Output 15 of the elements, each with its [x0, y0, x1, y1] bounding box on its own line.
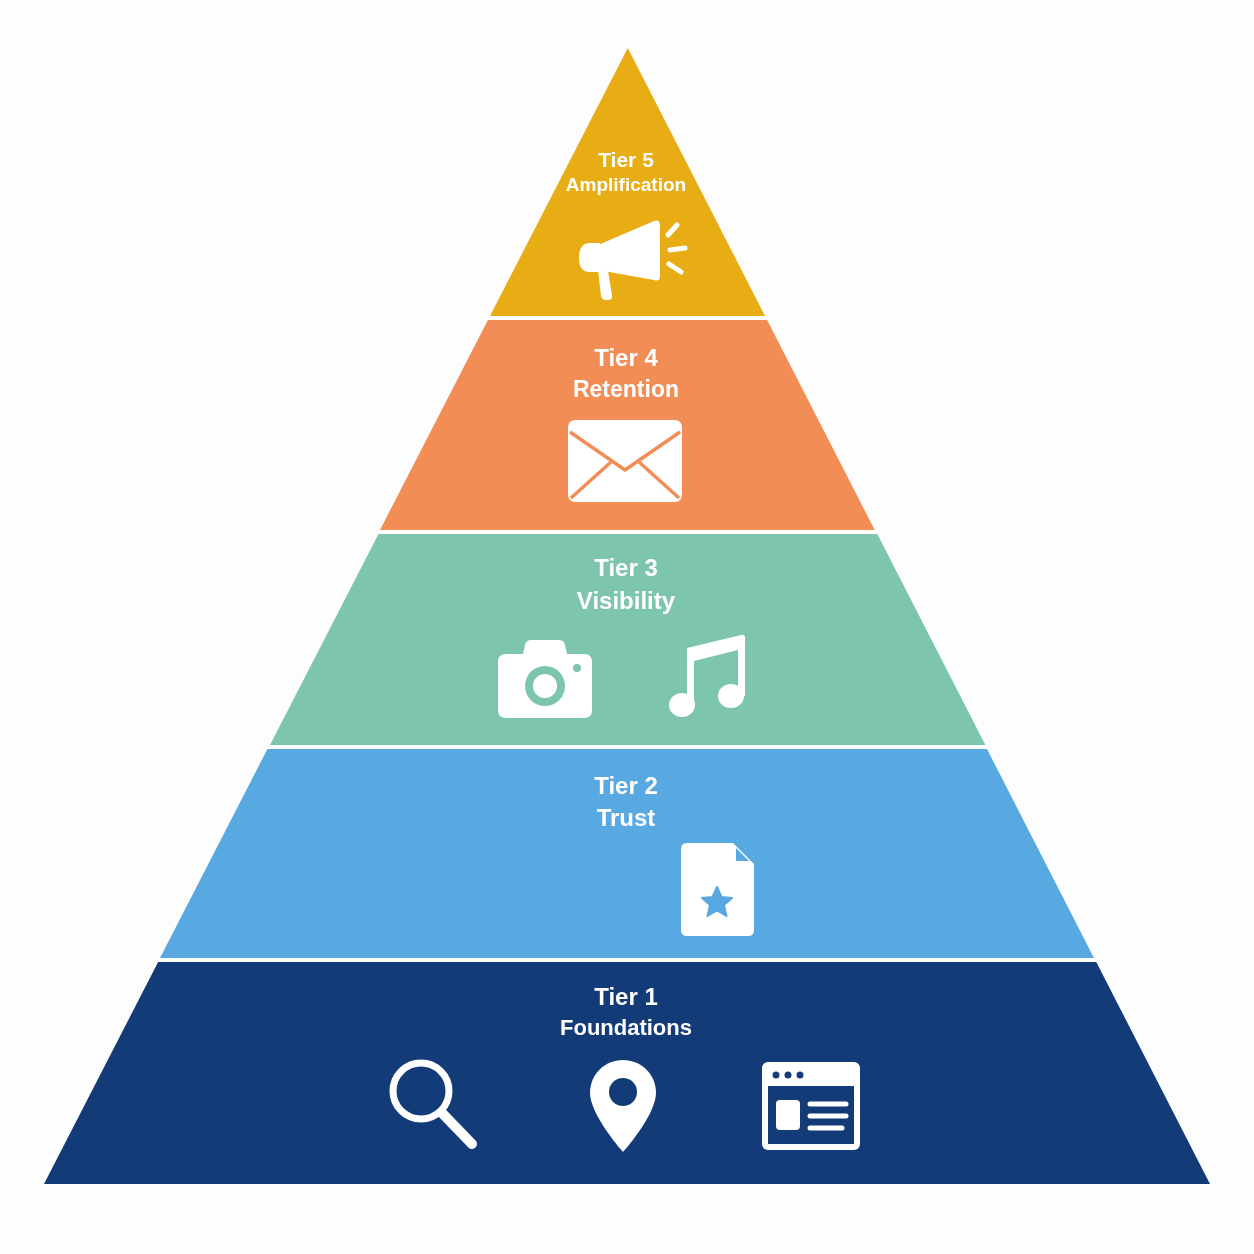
- tier-heading: Tier 4: [594, 344, 658, 372]
- pyramid-tier: [490, 48, 766, 316]
- tier-title: Visibility: [576, 587, 676, 615]
- tier-title: Retention: [572, 375, 679, 403]
- tier-heading: Tier 1: [594, 983, 658, 1011]
- tier-title: Trust: [596, 804, 656, 832]
- tier-heading: Tier 5: [598, 147, 654, 173]
- tier-title: Amplification: [565, 174, 687, 196]
- tier-title: Foundations: [560, 1015, 692, 1041]
- tier-heading: Tier 2: [594, 772, 658, 800]
- tier-heading: Tier 3: [594, 554, 658, 582]
- pyramid-tier: [44, 962, 1210, 1184]
- pyramid-tier: [380, 320, 875, 530]
- pyramid-tier: [269, 534, 986, 745]
- pyramid-tier: [160, 749, 1095, 958]
